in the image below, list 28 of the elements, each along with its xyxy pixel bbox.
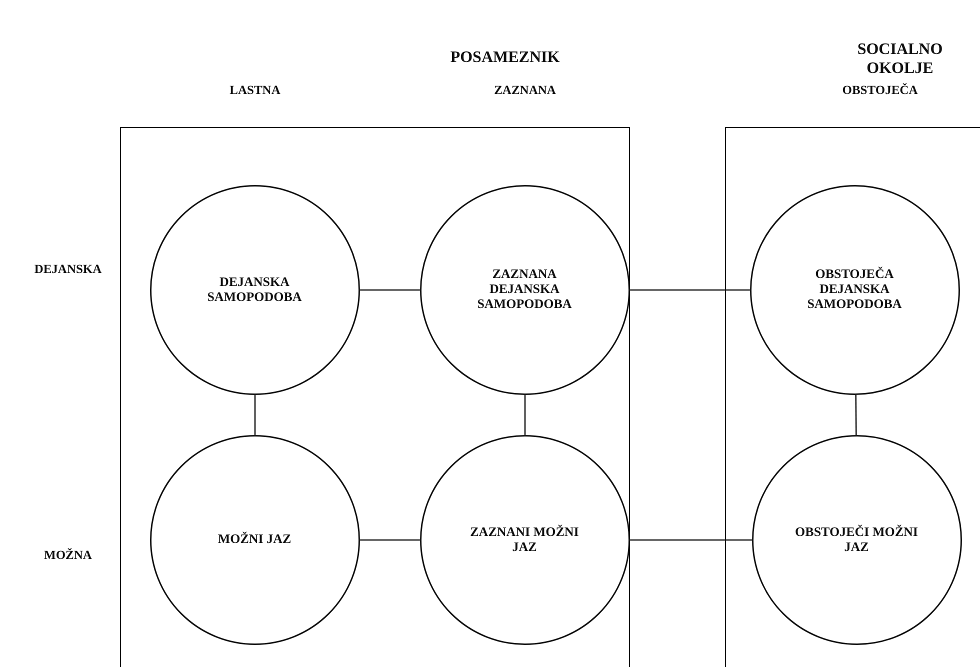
circle-label: ZAZNANI MOŽNI JAZ <box>469 524 580 554</box>
heading-label: LASTNA <box>230 83 280 98</box>
connector-line <box>630 289 750 291</box>
heading-label: DEJANSKA <box>34 262 102 277</box>
connector-line <box>360 539 420 541</box>
circle-label: OBSTOJEČI MOŽNI JAZ <box>794 524 919 554</box>
concept-circle <box>750 184 960 394</box>
group-frame <box>725 127 980 667</box>
connector-line <box>855 395 857 435</box>
circle-label: DEJANSKA SAMOPODOBA <box>206 274 303 304</box>
concept-circle <box>752 434 962 644</box>
heading-label: SOCIALNO OKOLJE <box>856 40 944 78</box>
circle-label: MOŽNI JAZ <box>216 532 292 547</box>
heading-label: ZAZNANA <box>494 83 556 98</box>
circle-label: OBSTOJEČA DEJANSKA SAMOPODOBA <box>806 267 903 312</box>
concept-circle <box>150 184 360 394</box>
group-frame <box>120 127 630 667</box>
heading-label: POSAMEZNIK <box>450 48 560 68</box>
concept-circle <box>150 434 360 644</box>
connector-line <box>630 539 752 541</box>
connector-line <box>360 289 420 291</box>
heading-label: MOŽNA <box>44 548 92 563</box>
connector-line <box>254 395 256 435</box>
concept-circle <box>420 434 630 644</box>
circle-label: ZAZNANA DEJANSKA SAMOPODOBA <box>476 267 573 312</box>
concept-circle <box>420 184 630 394</box>
heading-label: OBSTOJEČA <box>842 83 918 98</box>
connector-line <box>524 395 526 435</box>
